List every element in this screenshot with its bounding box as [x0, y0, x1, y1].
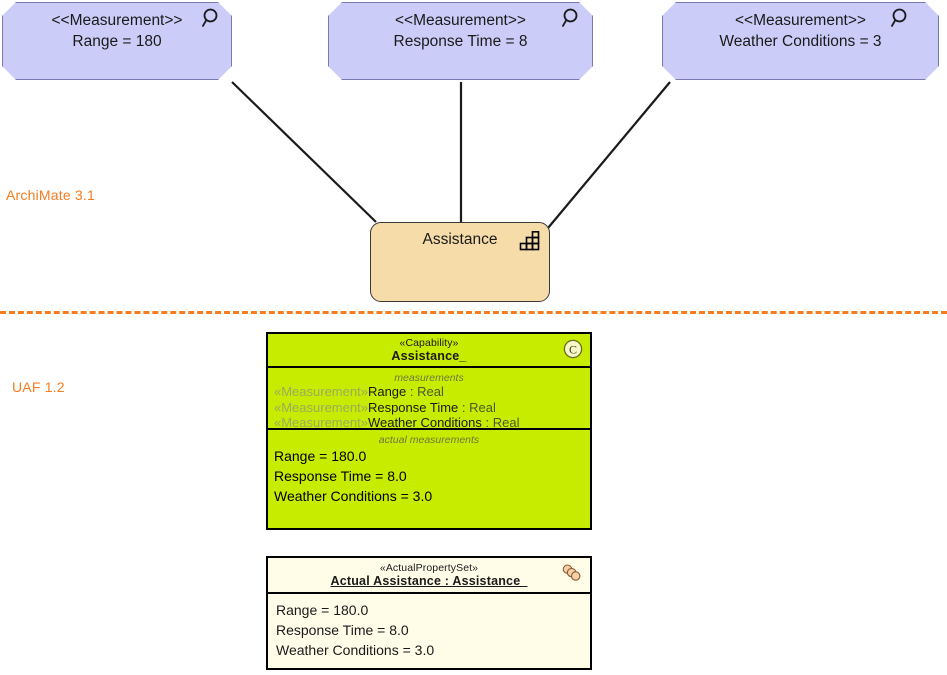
feature-stereotype: «Measurement»: [274, 399, 368, 415]
feature-type: : Real: [409, 384, 444, 399]
layer-separator: [0, 311, 947, 314]
actual-measurements-compartment-title: actual measurements: [378, 434, 480, 446]
archimate-measurement-response-time[interactable]: <<Measurement>> Response Time = 8: [328, 2, 593, 80]
layer-label-uaf: UAF 1.2: [12, 379, 65, 395]
measurement-feature-row: «Measurement»Response Time : Real: [268, 400, 590, 416]
measurement-stereotype: <<Measurement>>: [51, 12, 183, 29]
actual-value-row: Response Time = 8.0: [276, 622, 409, 638]
measurement-name: Range = 180: [72, 33, 162, 50]
feature-name: Weather Conditions: [367, 415, 482, 430]
uaf-actualset-stereotype: «ActualPropertySet»: [379, 562, 479, 574]
uaf-actualset-values-compartment: Range = 180.0 Response Time = 8.0 Weathe…: [268, 592, 590, 668]
feature-name: Range: [367, 384, 407, 399]
measurement-stereotype: <<Measurement>>: [735, 12, 866, 29]
feature-name: Response Time: [367, 399, 459, 415]
feature-type: : Real: [485, 415, 520, 430]
uaf-capability-box[interactable]: «Capability» Assistance_ C measurements …: [266, 332, 592, 530]
uaf-actualset-name: Actual Assistance : Assistance_: [330, 574, 528, 588]
actual-measurement-row: Weather Conditions = 3.0: [274, 488, 433, 504]
feature-type: : Real: [461, 399, 496, 415]
uaf-capability-name: Assistance_: [391, 349, 467, 363]
uaf-capability-stereotype: «Capability»: [399, 337, 459, 349]
actual-value-row: Range = 180.0: [276, 602, 369, 618]
measurement-text: <<Measurement>> Range = 180: [3, 10, 231, 52]
connector-weather-to-assistance: [547, 81, 671, 229]
capability-steps-icon: [519, 231, 540, 251]
archimate-measurement-range[interactable]: <<Measurement>> Range = 180: [2, 2, 232, 80]
feature-stereotype: «Measurement»: [274, 415, 368, 430]
magnifier-icon: [561, 7, 583, 29]
svg-text:C: C: [569, 342, 577, 356]
layer-label-archimate: ArchiMate 3.1: [6, 187, 95, 203]
measurement-text: <<Measurement>> Weather Conditions = 3: [663, 10, 938, 52]
uaf-capability-header: «Capability» Assistance_ C: [268, 334, 590, 366]
uaf-measurements-compartment: measurements «Measurement»Range : Real «…: [268, 366, 590, 431]
connector-range-to-assistance: [231, 81, 377, 223]
capability-circle-c-icon: C: [563, 339, 583, 359]
measurement-text: <<Measurement>> Response Time = 8: [329, 10, 592, 52]
archimate-measurement-weather-conditions[interactable]: <<Measurement>> Weather Conditions = 3: [662, 2, 939, 80]
magnifier-icon: [201, 7, 223, 29]
archimate-capability-assistance[interactable]: Assistance: [370, 222, 550, 302]
measurement-feature-row: «Measurement»Weather Conditions : Real: [268, 415, 590, 431]
capability-name: Assistance: [422, 231, 498, 248]
measurement-name: Response Time = 8: [393, 33, 528, 50]
measurement-name: Weather Conditions = 3: [719, 33, 882, 50]
uaf-actual-property-set-box[interactable]: «ActualPropertySet» Actual Assistance : …: [266, 556, 592, 670]
three-circles-icon: [562, 564, 581, 581]
actual-value-row: Weather Conditions = 3.0: [276, 642, 435, 658]
actual-measurement-row: Range = 180.0: [274, 448, 367, 464]
magnifier-icon: [890, 7, 912, 29]
measurement-feature-row: «Measurement»Range : Real: [268, 384, 590, 400]
uaf-actual-measurements-compartment: actual measurements Range = 180.0 Respon…: [268, 428, 590, 528]
uaf-actualset-header: «ActualPropertySet» Actual Assistance : …: [268, 558, 590, 592]
measurement-stereotype: <<Measurement>>: [395, 12, 526, 29]
feature-stereotype: «Measurement»: [274, 384, 368, 399]
actual-measurement-row: Response Time = 8.0: [274, 468, 407, 484]
measurements-compartment-title: measurements: [394, 372, 464, 384]
